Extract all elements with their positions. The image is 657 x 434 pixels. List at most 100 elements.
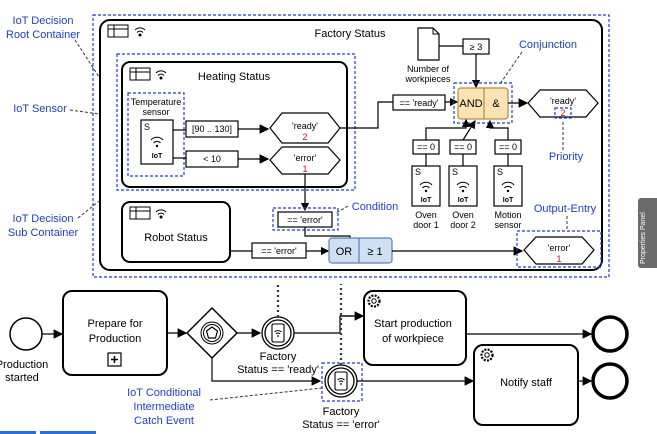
final-output-error[interactable] bbox=[523, 236, 595, 265]
or-label: OR bbox=[336, 246, 353, 258]
sub-container-outline bbox=[116, 53, 356, 191]
annotation-connector bbox=[335, 205, 349, 214]
iot-catch-event-error-icon[interactable] bbox=[324, 364, 358, 398]
start-label-line1: Production bbox=[0, 359, 48, 371]
gear-icon bbox=[367, 294, 381, 308]
notify-staff-task[interactable] bbox=[473, 344, 579, 426]
final-ready-priority: 2 bbox=[560, 108, 565, 118]
oven-door-1-label-line1: Oven bbox=[415, 210, 437, 220]
notify-staff-label: Notify staff bbox=[500, 377, 553, 389]
temperature-sensor-icon[interactable]: S IoT bbox=[140, 119, 174, 165]
output-ready-text: 'ready' bbox=[292, 121, 318, 131]
output-error-priority: 1 bbox=[302, 164, 307, 174]
end-event-icon[interactable] bbox=[591, 362, 629, 400]
motion-sensor-icon[interactable]: S IoT bbox=[493, 165, 523, 207]
event-based-gateway-icon[interactable] bbox=[185, 306, 239, 360]
table-icon bbox=[107, 24, 129, 38]
final-ready-text: 'ready' bbox=[550, 96, 576, 106]
output-error[interactable] bbox=[269, 146, 341, 175]
output-error-text: 'error' bbox=[294, 153, 317, 163]
catch-event-label-line3: Catch Event bbox=[134, 415, 194, 427]
table-icon bbox=[129, 67, 151, 81]
oven-door-1-label-line2: door 1 bbox=[413, 220, 439, 230]
event-ready-line1: Factory bbox=[260, 351, 297, 363]
toolbar-button[interactable] bbox=[0, 431, 36, 434]
heating-status-title: Heating Status bbox=[198, 71, 271, 83]
svg-text:IoT: IoT bbox=[503, 197, 514, 204]
eq-ready-text: == 'ready' bbox=[400, 98, 439, 108]
and-label: AND bbox=[459, 98, 482, 110]
priority-outline bbox=[554, 107, 572, 119]
factory-status-title: Factory Status bbox=[315, 28, 386, 40]
lt-condition-text: < 10 bbox=[203, 154, 221, 164]
range-condition-text: [90 .. 130] bbox=[192, 124, 232, 134]
document-icon[interactable] bbox=[417, 27, 440, 61]
svg-text:IoT: IoT bbox=[458, 197, 469, 204]
iot-sensor-outline bbox=[127, 92, 185, 177]
prepare-task-line1: Prepare for bbox=[87, 318, 142, 330]
root-container-outline bbox=[92, 14, 610, 278]
oven-door-2-label-line2: door 2 bbox=[450, 220, 476, 230]
catch-event-label-line2: Intermediate bbox=[133, 401, 194, 413]
oven-door-2-label-line1: Oven bbox=[452, 210, 474, 220]
wifi-icon bbox=[134, 27, 146, 37]
start-production-line2: of workpiece bbox=[382, 333, 444, 345]
subprocess-plus-icon[interactable] bbox=[107, 352, 122, 367]
eq0-b-text: == 0 bbox=[454, 142, 472, 152]
start-event-icon[interactable] bbox=[9, 317, 43, 351]
condition-outline bbox=[272, 207, 339, 231]
temperature-sensor-label-line2: sensor bbox=[142, 107, 169, 117]
eq0-c-text: == 0 bbox=[499, 142, 517, 152]
start-label-line2: started bbox=[5, 372, 39, 384]
properties-panel-tab[interactable]: Properties Panel bbox=[638, 198, 657, 268]
output-entry-outline bbox=[516, 230, 602, 268]
iot-catch-event-ready-icon[interactable] bbox=[261, 316, 295, 350]
oven-door-2-sensor-icon[interactable]: S IoT bbox=[448, 165, 478, 207]
toolbar-button[interactable] bbox=[40, 431, 96, 434]
event-error-line2: Status == 'error' bbox=[302, 419, 380, 431]
and-symbol: & bbox=[492, 98, 500, 110]
svg-text:S: S bbox=[497, 167, 503, 177]
output-entry-label: Output-Entry bbox=[534, 203, 597, 215]
sub-container-label-line1: IoT Decision bbox=[13, 213, 74, 225]
final-output-ready[interactable] bbox=[527, 89, 599, 118]
workpiece-label-line1: Number of bbox=[407, 64, 450, 74]
start-production-line1: Start production bbox=[374, 318, 452, 330]
svg-text:IoT: IoT bbox=[421, 197, 432, 204]
annotation-connector bbox=[499, 51, 523, 85]
temperature-sensor-label-line1: Temperature bbox=[131, 97, 182, 107]
condition-label: Condition bbox=[352, 201, 398, 213]
final-error-priority: 1 bbox=[556, 254, 561, 264]
annotation-connector bbox=[209, 387, 323, 401]
motion-sensor-label-line1: Motion bbox=[494, 210, 521, 220]
root-container-label-line1: IoT Decision bbox=[13, 15, 74, 27]
sub-container-label-line2: Sub Container bbox=[8, 227, 79, 239]
svg-text:IoT: IoT bbox=[152, 153, 163, 160]
wifi-icon bbox=[155, 70, 167, 80]
motion-sensor-label-line2: sensor bbox=[494, 220, 521, 230]
table-icon bbox=[129, 206, 151, 220]
wifi-icon bbox=[155, 209, 167, 219]
oven-door-1-sensor-icon[interactable]: S IoT bbox=[411, 165, 441, 207]
or-symbol: ≥ 1 bbox=[367, 246, 382, 258]
prepare-task-line2: Production bbox=[89, 333, 142, 345]
ge3-condition-text: ≥ 3 bbox=[470, 42, 482, 52]
start-production-task[interactable] bbox=[363, 290, 467, 366]
end-event-icon[interactable] bbox=[591, 315, 629, 353]
eq-error-robot-text: == 'error' bbox=[261, 246, 297, 256]
workpiece-label-line2: workpieces bbox=[404, 74, 451, 84]
svg-text:S: S bbox=[452, 167, 458, 177]
annotation-connector bbox=[74, 39, 102, 81]
properties-panel-label: Properties Panel bbox=[640, 212, 647, 264]
svg-text:S: S bbox=[415, 167, 421, 177]
iot-sensor-label: IoT Sensor bbox=[13, 103, 67, 115]
event-error-line1: Factory bbox=[323, 406, 360, 418]
eq-error-heating-text: == 'error' bbox=[287, 215, 323, 225]
priority-label: Priority bbox=[549, 151, 584, 163]
eq0-a-text: == 0 bbox=[417, 142, 435, 152]
root-container-label-line2: Root Container bbox=[6, 29, 80, 41]
event-ready-line2: Status == 'ready' bbox=[237, 364, 319, 376]
output-ready-priority: 2 bbox=[302, 132, 307, 142]
catch-event-label-line1: IoT Conditional bbox=[127, 387, 201, 399]
